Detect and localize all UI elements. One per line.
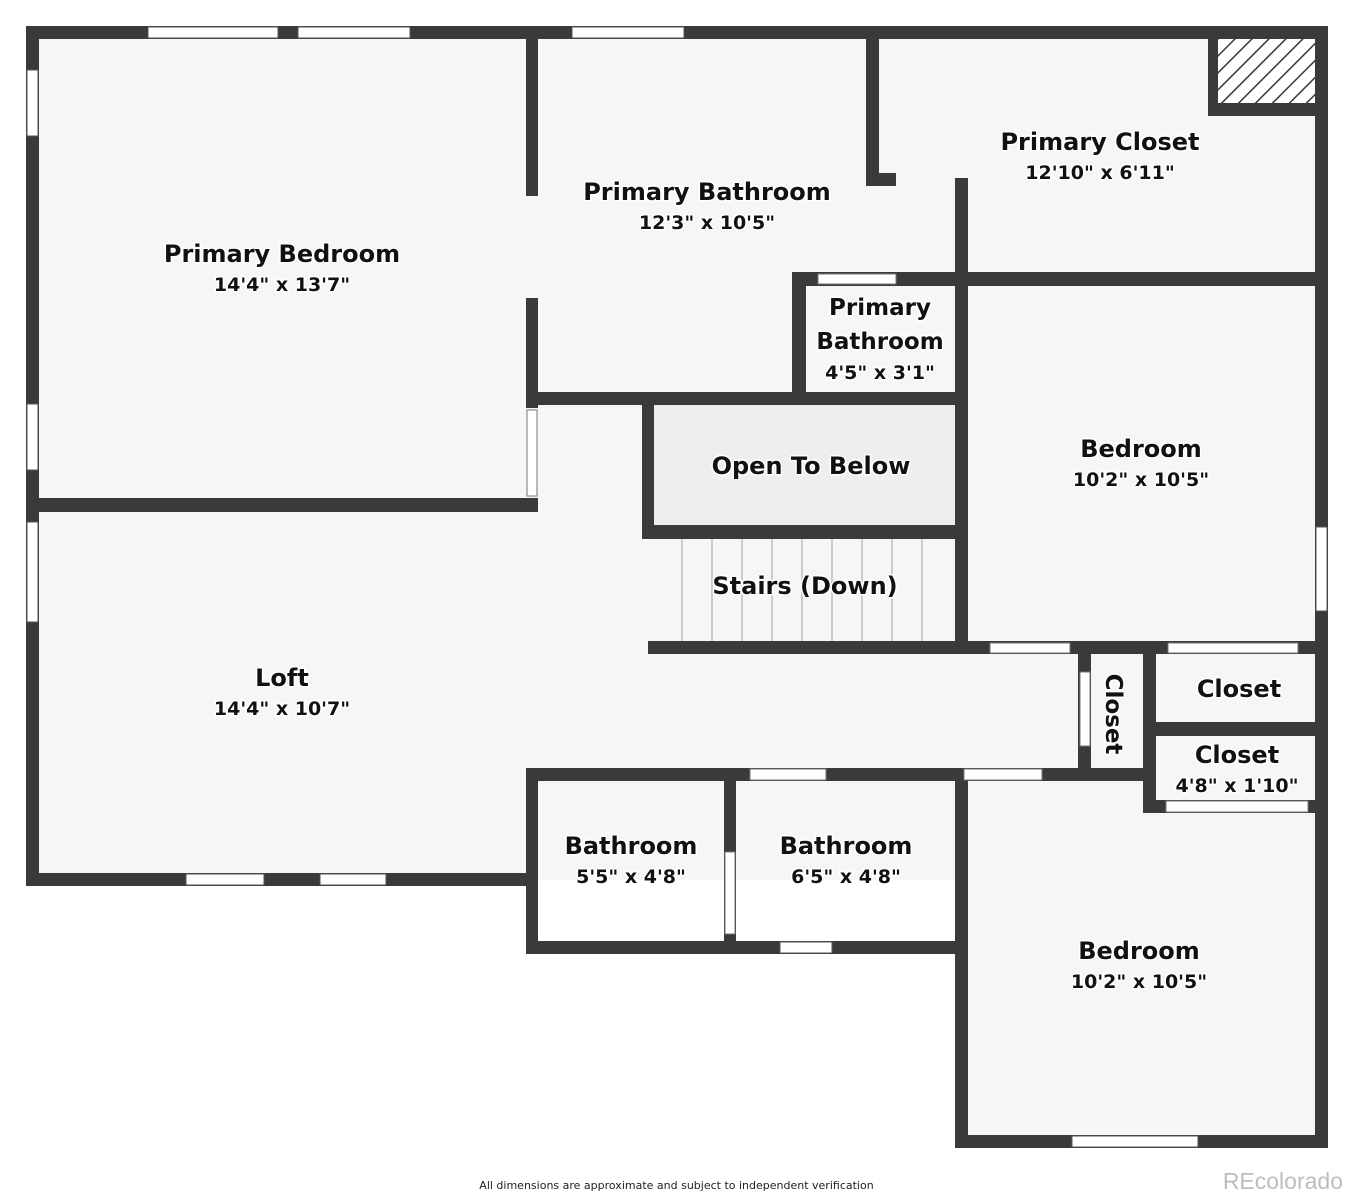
floor-lower-right — [960, 770, 1322, 1143]
floor-plan: Primary Bedroom 14'4" x 13'7" Primary Ba… — [26, 26, 1328, 1148]
window — [26, 521, 39, 623]
wall — [526, 298, 538, 408]
room-dims: 10'2" x 10'5" — [1073, 469, 1209, 491]
door-opening — [1165, 800, 1309, 813]
floor-areas — [32, 32, 1322, 1143]
room-dims: 5'5" x 4'8" — [576, 866, 686, 888]
door-opening — [749, 768, 827, 781]
room-name: Primary Bedroom — [164, 240, 400, 268]
door-opening — [817, 273, 897, 285]
wall — [526, 768, 538, 954]
wall — [1208, 26, 1218, 116]
wall — [26, 873, 538, 886]
room-dims: 10'2" x 10'5" — [1071, 971, 1207, 993]
window — [779, 941, 833, 954]
window — [1071, 1135, 1199, 1148]
window — [26, 403, 39, 471]
stair-treads — [681, 539, 923, 641]
door-opening — [1167, 642, 1299, 654]
door-opening — [963, 768, 1043, 781]
wall — [866, 173, 896, 186]
door-opening — [1079, 671, 1091, 747]
wall — [1143, 722, 1328, 736]
room-dims: 12'3" x 10'5" — [639, 212, 775, 234]
room-name: Closet — [1197, 675, 1281, 703]
room-dims: 4'8" x 1'10" — [1175, 775, 1298, 797]
wall — [526, 392, 962, 405]
window — [147, 26, 279, 39]
floor-open-to-below — [648, 400, 960, 530]
wall — [866, 26, 879, 186]
room-dims: 6'5" x 4'8" — [791, 866, 901, 888]
wall — [955, 272, 1328, 286]
wall — [526, 941, 968, 954]
room-name: Loft — [255, 664, 309, 692]
room-name: Bathroom — [816, 329, 943, 355]
wall — [526, 768, 1144, 781]
room-name: Closet — [1100, 674, 1126, 755]
room-name: Primary Bathroom — [583, 178, 831, 206]
wall — [955, 770, 968, 1148]
room-dims: 12'10" x 6'11" — [1025, 162, 1174, 184]
windows — [26, 26, 1328, 1148]
window — [26, 69, 39, 137]
room-name: Bathroom — [780, 832, 913, 860]
wall — [642, 392, 654, 538]
room-dims: 14'4" x 13'7" — [214, 274, 350, 296]
brand-logo-text: REcolorado — [1222, 1168, 1343, 1194]
wall — [1208, 103, 1328, 116]
wall — [792, 272, 806, 405]
chimney-hatch — [1216, 32, 1320, 108]
room-name: Primary — [829, 295, 931, 321]
room-dims: 4'5" x 3'1" — [825, 362, 935, 384]
window — [571, 26, 685, 39]
room-name: Bathroom — [565, 832, 698, 860]
door-openings — [526, 273, 1309, 935]
room-name: Primary Closet — [1000, 128, 1199, 156]
door-opening — [526, 409, 538, 497]
wall — [642, 525, 968, 539]
window — [1315, 526, 1328, 612]
door-opening — [989, 642, 1071, 654]
disclaimer-text: All dimensions are approximate and subje… — [479, 1179, 874, 1192]
room-name: Stairs (Down) — [712, 572, 897, 600]
window — [297, 26, 411, 39]
room-name: Bedroom — [1080, 435, 1202, 463]
room-labels: Primary Bedroom 14'4" x 13'7" Primary Ba… — [162, 127, 1300, 995]
window — [185, 873, 265, 886]
wall — [526, 26, 538, 196]
door-opening — [724, 851, 736, 935]
wall — [955, 392, 968, 654]
wall — [26, 498, 538, 512]
room-name: Open To Below — [712, 452, 911, 480]
room-name: Bedroom — [1078, 937, 1200, 965]
room-dims: 14'4" x 10'7" — [214, 698, 350, 720]
wall — [648, 641, 968, 654]
window — [319, 873, 387, 886]
room-name: Closet — [1195, 741, 1279, 769]
